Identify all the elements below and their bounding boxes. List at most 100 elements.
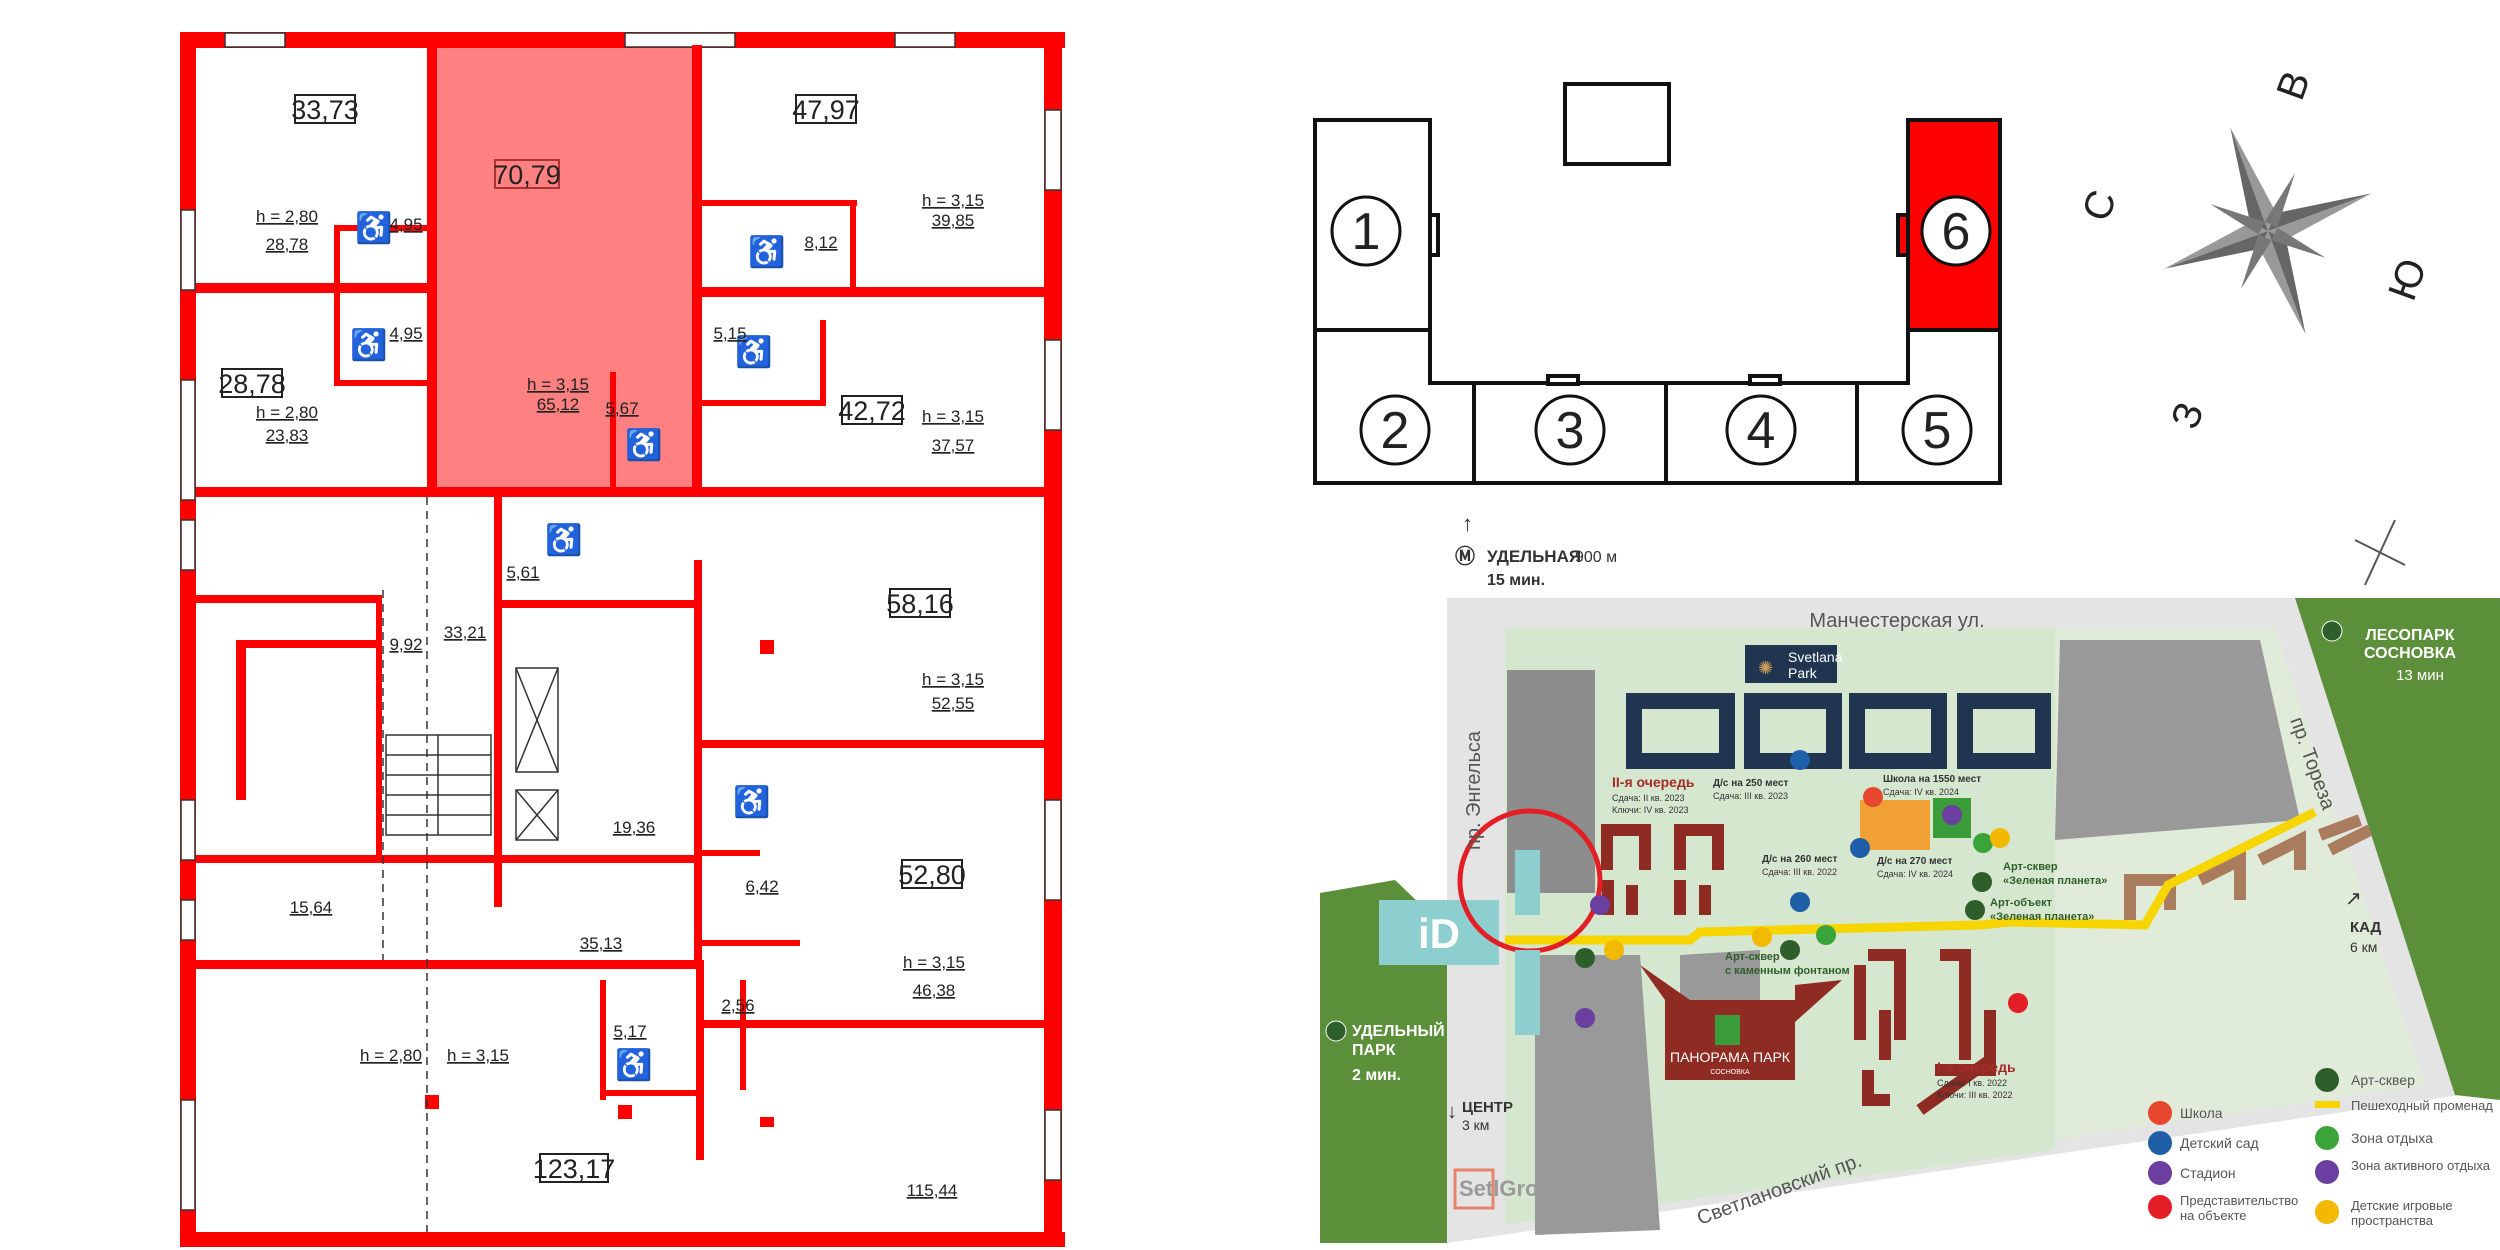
svg-text:28,78: 28,78: [266, 235, 309, 254]
svg-text:52,80: 52,80: [898, 860, 966, 890]
svg-text:Школа на 1550 мест: Школа на 1550 мест: [1883, 774, 1981, 785]
svg-text:4,95: 4,95: [389, 324, 422, 343]
school-building: [1860, 800, 1930, 850]
stage2-buildings: [1601, 824, 1996, 1115]
svg-text:Арт-сквер: Арт-сквер: [1725, 951, 1780, 963]
unit-label-selected[interactable]: 70,79: [493, 159, 561, 190]
wall: [180, 32, 1065, 48]
unit-label[interactable]: 42,72: [838, 395, 906, 426]
svg-text:28,78: 28,78: [218, 369, 286, 399]
selected-unit-fill[interactable]: [427, 45, 697, 490]
svg-text:h = 3,15: h = 3,15: [922, 407, 984, 426]
svg-text:5: 5: [1923, 402, 1952, 460]
stadium-icon: [1590, 895, 1610, 915]
section-5[interactable]: 5: [1901, 394, 1973, 466]
svg-text:900 м: 900 м: [1575, 549, 1617, 566]
svg-text:3 км: 3 км: [1462, 1117, 1489, 1133]
bench-icon: [2315, 1126, 2339, 1150]
svg-text:Сдача: IV кв. 2024: Сдача: IV кв. 2024: [1877, 869, 1953, 879]
panorama-park-logo: ПАНОРАМА ПАРК СОСНОВКА: [1640, 965, 1842, 1080]
svg-text:Манчестерская ул.: Манчестерская ул.: [1809, 610, 1984, 632]
svg-text:h = 2,80: h = 2,80: [360, 1046, 422, 1065]
section-4[interactable]: 4: [1725, 394, 1797, 466]
section-6[interactable]: 6: [1920, 195, 1992, 267]
svg-text:2,56: 2,56: [721, 996, 754, 1015]
svg-text:70,79: 70,79: [493, 160, 561, 190]
svg-text:З: З: [2163, 397, 2213, 435]
svg-text:1: 1: [1352, 203, 1381, 261]
svg-text:46,38: 46,38: [913, 981, 956, 1000]
svg-text:Ключи: III кв. 2022: Ключи: III кв. 2022: [1937, 1090, 2013, 1100]
svg-text:6: 6: [1942, 203, 1971, 261]
section-1[interactable]: 1: [1330, 195, 1402, 267]
svg-text:Park: Park: [1788, 665, 1818, 681]
wall: [1044, 32, 1062, 1247]
svg-text:iD: iD: [1418, 910, 1460, 957]
bench-icon: [1973, 833, 1993, 853]
svg-text:5,61: 5,61: [506, 563, 539, 582]
svg-text:6 км: 6 км: [2350, 939, 2377, 955]
section-3[interactable]: 3: [1534, 394, 1606, 466]
svg-text:↗: ↗: [2345, 888, 2362, 910]
map-legend: Школа Детский сад Стадион Представительс…: [2148, 1068, 2493, 1228]
svg-text:23,83: 23,83: [266, 426, 309, 445]
svg-text:ПАРК: ПАРК: [1352, 1042, 1396, 1059]
svg-text:Пешеходный променад: Пешеходный променад: [2351, 1098, 2493, 1113]
svg-text:♿: ♿: [735, 334, 772, 369]
tree-icon: [2321, 620, 2343, 642]
rocket-icon: [1990, 828, 2010, 848]
svg-text:Арт-сквер: Арт-сквер: [2351, 1072, 2415, 1088]
unit-label[interactable]: 52,80: [898, 859, 966, 890]
stadium-icon: [1942, 805, 1962, 825]
svg-text:h = 2,80: h = 2,80: [256, 403, 318, 422]
rocket-icon: [1752, 927, 1772, 947]
svg-text:Svetlana: Svetlana: [1788, 649, 1843, 665]
svg-text:15 мин.: 15 мин.: [1487, 572, 1545, 589]
wheelchair-icon: ♿♿♿ ♿♿♿ ♿♿: [350, 210, 785, 1082]
section-2[interactable]: 2: [1359, 394, 1431, 466]
svg-text:h = 3,15: h = 3,15: [447, 1046, 509, 1065]
svg-text:15,64: 15,64: [290, 898, 333, 917]
svg-text:♿: ♿: [545, 522, 582, 557]
svg-text:115,44: 115,44: [907, 1181, 958, 1200]
bench-icon: [1816, 925, 1836, 945]
svg-text:♿: ♿: [355, 210, 392, 245]
unit-label[interactable]: 28,78: [218, 368, 286, 399]
legend-office-label: Представительство на объекте: [2180, 1193, 2299, 1223]
windows: [180, 32, 1062, 1211]
kindergarten-icon: [2148, 1131, 2172, 1155]
unit-label[interactable]: 33,73: [291, 94, 359, 125]
unit-label[interactable]: 123,17: [533, 1153, 616, 1184]
svg-text:с каменным фонтаном: с каменным фонтаном: [1725, 965, 1850, 977]
unit-label[interactable]: 47,97: [792, 94, 860, 125]
svg-text:«Зеленая планета»: «Зеленая планета»: [1990, 911, 2094, 923]
stadium-icon: [2148, 1161, 2172, 1185]
svg-text:✺: ✺: [1758, 658, 1773, 678]
svg-text:КАД: КАД: [2350, 919, 2382, 936]
svg-text:33,21: 33,21: [444, 623, 487, 642]
svg-text:2 мин.: 2 мин.: [1352, 1067, 1401, 1084]
svg-text:4: 4: [1747, 402, 1776, 460]
svg-text:4,95: 4,95: [389, 215, 422, 234]
svg-text:37,57: 37,57: [932, 436, 975, 455]
svg-text:h = 3,15: h = 3,15: [922, 191, 984, 210]
svg-text:h = 2,80: h = 2,80: [256, 207, 318, 226]
tree-icon: [2315, 1068, 2339, 1092]
svg-text:Сдача: III кв. 2023: Сдача: III кв. 2023: [1713, 791, 1788, 801]
svg-text:II-я очередь: II-я очередь: [1612, 774, 1695, 790]
svg-text:Сдача: II кв. 2023: Сдача: II кв. 2023: [1612, 793, 1685, 803]
tree-icon: [1972, 872, 1992, 892]
svg-text:♿: ♿: [748, 234, 785, 269]
svg-text:↓: ↓: [1447, 1101, 1457, 1123]
svg-text:h = 3,15: h = 3,15: [922, 670, 984, 689]
svg-text:13 мин: 13 мин: [2396, 667, 2444, 684]
svg-text:47,97: 47,97: [792, 95, 860, 125]
kindergarten-icon: [1790, 892, 1810, 912]
svg-text:3: 3: [1556, 402, 1585, 460]
svg-text:Арт-объект: Арт-объект: [1990, 897, 2053, 909]
tree-icon: [1965, 900, 1985, 920]
unit-label[interactable]: 58,16: [886, 588, 954, 619]
room-height: h = 3,15: [527, 375, 589, 394]
legend-play-label: Детские игровые пространства: [2351, 1198, 2453, 1228]
